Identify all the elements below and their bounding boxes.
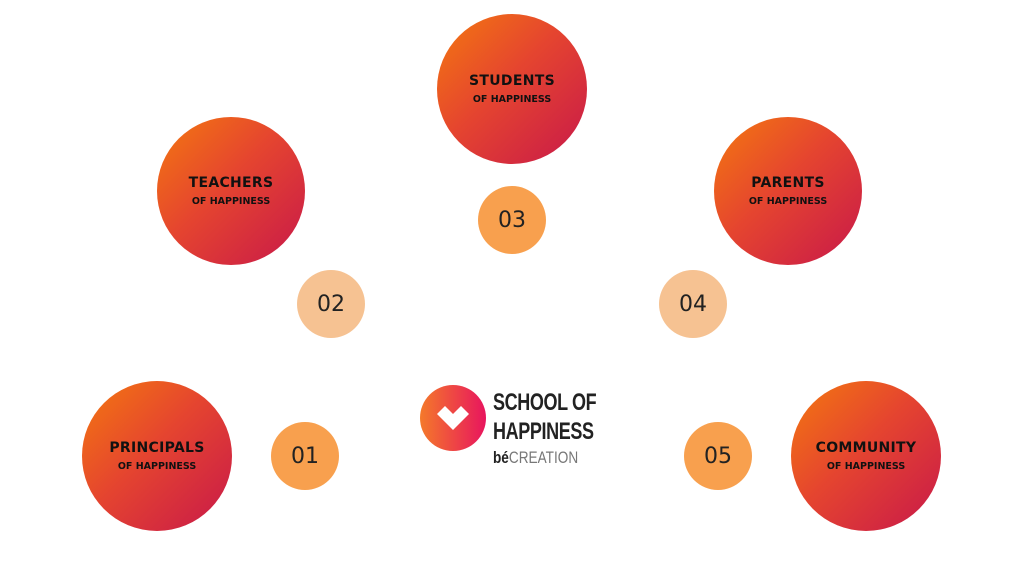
logo-line1: SCHOOL OF [493,389,597,416]
number-badge-05: 05 [684,422,752,490]
node-subtitle: OF HAPPINESS [117,460,197,472]
node-title: PARENTS [751,174,825,191]
number-badge-04: 04 [659,270,727,338]
node-title: STUDENTS [469,72,555,89]
node-subtitle: OF HAPPINESS [472,93,552,105]
node-title: COMMUNITY [815,439,917,456]
teachers-circle: TEACHERS OF HAPPINESS [157,117,305,265]
number-badge-03: 03 [478,186,546,254]
number-badge-01: 01 [271,422,339,490]
community-circle: COMMUNITY OF HAPPINESS [791,381,941,531]
node-subtitle: OF HAPPINESS [748,195,828,207]
node-title: PRINCIPALS [109,439,205,456]
students-circle: STUDENTS OF HAPPINESS [437,14,587,164]
principals-circle: PRINCIPALS OF HAPPINESS [82,381,232,531]
brand-be: bé [493,448,509,467]
number-badge-02: 02 [297,270,365,338]
logo-line2: HAPPINESS [493,418,594,445]
school-of-happiness-logo: SCHOOL OF HAPPINESS béCREATION [420,382,610,476]
brand-creation: CREATION [508,448,579,467]
brand-label: béCREATION [493,448,578,467]
node-subtitle: OF HAPPINESS [826,460,906,472]
parents-circle: PARENTS OF HAPPINESS [714,117,862,265]
heart-check-icon [420,385,486,451]
node-subtitle: OF HAPPINESS [191,195,271,207]
node-title: TEACHERS [188,174,274,191]
